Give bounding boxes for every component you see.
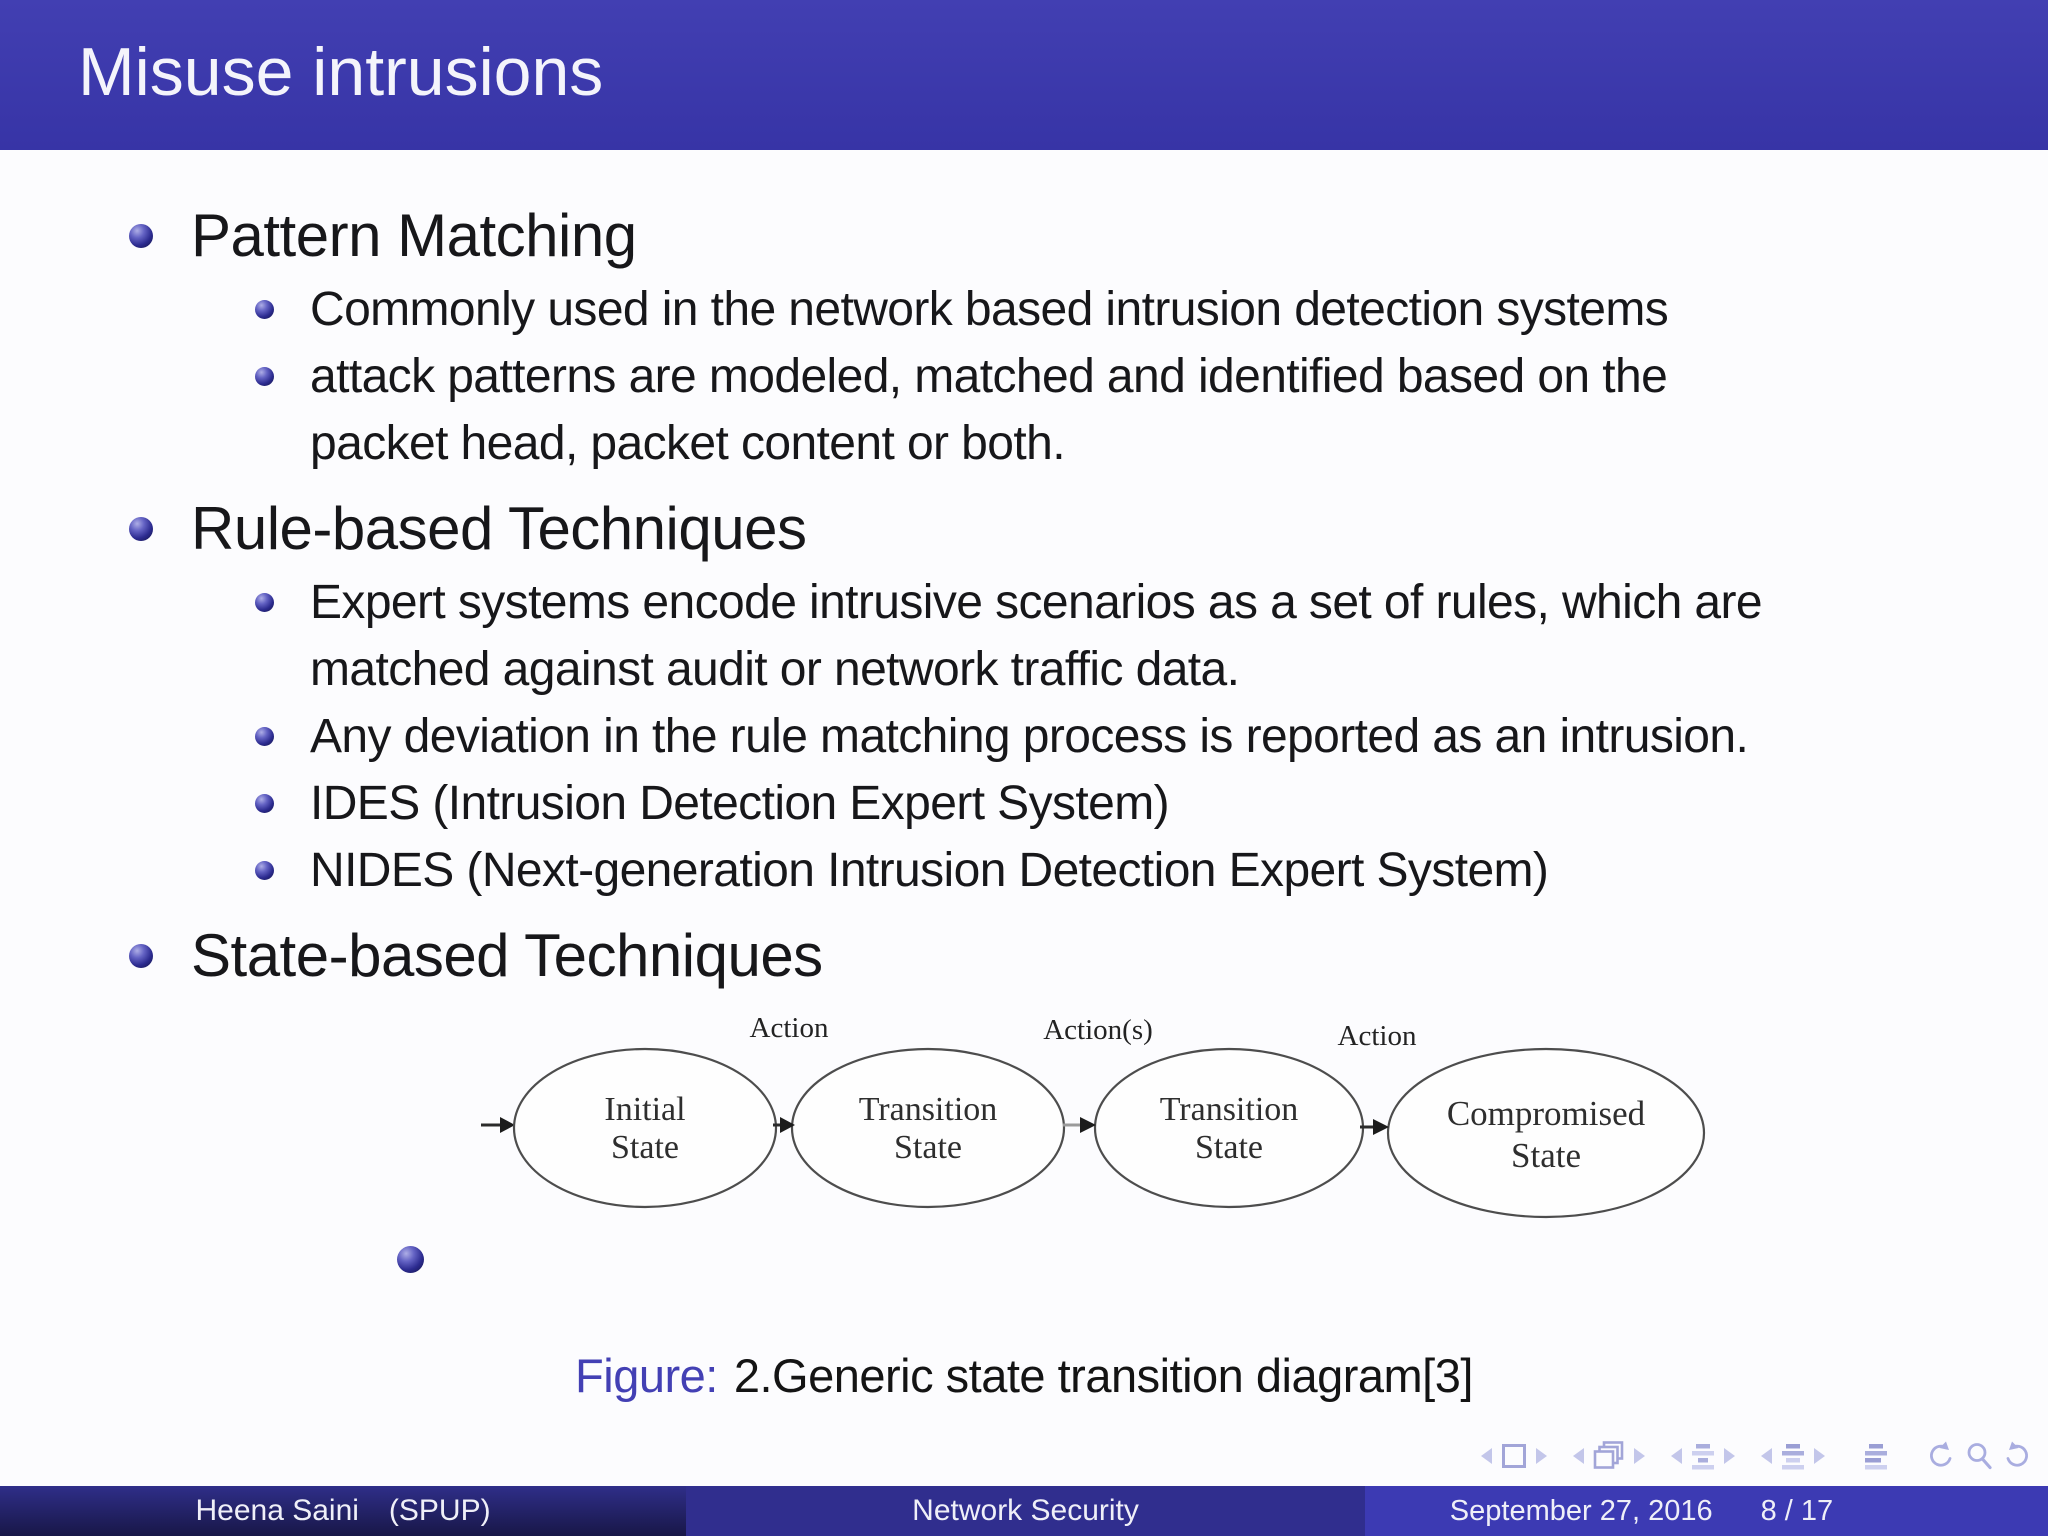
list-item: Commonly used in the network based intru… — [191, 276, 2018, 343]
list-item: NIDES (Next-generation Intrusion Detecti… — [191, 837, 2018, 904]
footer-title-box: Network Security — [686, 1486, 1365, 1536]
list-item-label: Pattern Matching — [191, 202, 637, 269]
bullet-icon — [129, 944, 153, 968]
list-item: Expert systems encode intrusive scenario… — [191, 569, 2018, 703]
list-item: State-based Techniques — [129, 916, 2018, 996]
footer-author-box: Heena Saini (SPUP) — [0, 1486, 687, 1536]
bullet-icon — [255, 593, 274, 612]
navigation-bar — [1456, 1441, 2034, 1471]
history-tools-group — [1924, 1441, 2034, 1471]
action-label: Action — [750, 1012, 829, 1044]
title-bar: Misuse intrusions — [0, 0, 2048, 150]
arrowhead-1 — [780, 1117, 795, 1133]
list-item-label: Rule-based Techniques — [191, 495, 807, 562]
section-list-icon[interactable] — [1691, 1443, 1715, 1470]
entry-arrowhead — [500, 1117, 515, 1133]
empty-item-bullet-icon — [397, 1246, 424, 1273]
list-item-text: Any deviation in the rule matching proce… — [310, 710, 1749, 763]
search-icon[interactable] — [1964, 1441, 1994, 1471]
bullet-icon — [255, 300, 274, 319]
prev-frame-icon[interactable] — [1572, 1447, 1585, 1465]
state-label: State — [611, 1129, 679, 1166]
state-label: State — [1511, 1136, 1581, 1175]
state-transition-diagram: Action Action(s) Action Initial State Tr… — [481, 1012, 1706, 1219]
footer-page-number: 8 / 17 — [1760, 1494, 1834, 1527]
prev-subsection-icon[interactable] — [1760, 1447, 1773, 1465]
list-item: attack patterns are modeled, matched and… — [191, 343, 2018, 477]
bullet-icon — [255, 367, 274, 386]
figure-caption: Figure: 2.Generic state transition diagra… — [0, 1348, 2048, 1403]
bullet-list-level2: Commonly used in the network based intru… — [191, 276, 2018, 477]
frame-stack-icon[interactable] — [1593, 1441, 1625, 1471]
appendix-nav-group — [1864, 1443, 1888, 1470]
bullet-list-level1: Pattern Matching Commonly used in the ne… — [129, 196, 2018, 996]
arrowhead-3 — [1373, 1119, 1389, 1135]
state-label: Transition — [859, 1091, 998, 1128]
list-item-text: attack patterns are modeled, matched and… — [310, 350, 1668, 470]
state-ellipse-transition-1 — [790, 1047, 1066, 1209]
subsection-nav-group — [1760, 1443, 1826, 1470]
bullet-icon — [255, 727, 274, 746]
list-item: IDES (Intrusion Detection Expert System) — [191, 770, 2018, 837]
figure-caption-text: 2.Generic state transition diagram[3] — [733, 1349, 1474, 1402]
appendix-list-icon[interactable] — [1864, 1443, 1888, 1470]
section-nav-group — [1670, 1443, 1736, 1470]
footer-date: September 27, 2016 — [1449, 1494, 1713, 1527]
slide-body: Pattern Matching Commonly used in the ne… — [0, 150, 2048, 996]
state-label: Initial — [604, 1091, 685, 1128]
slide-nav-group — [1480, 1443, 1548, 1469]
state-label: State — [894, 1129, 962, 1166]
prev-section-icon[interactable] — [1670, 1447, 1683, 1465]
footer-short-title: Network Security — [912, 1494, 1139, 1527]
slide-frame-icon[interactable] — [1501, 1443, 1527, 1469]
next-slide-icon[interactable] — [1535, 1447, 1548, 1465]
list-item-text: IDES (Intrusion Detection Expert System) — [310, 777, 1170, 830]
footer-author: Heena Saini — [195, 1494, 359, 1527]
next-frame-icon[interactable] — [1633, 1447, 1646, 1465]
bullet-icon — [255, 794, 274, 813]
bullet-list-level2: Expert systems encode intrusive scenario… — [191, 569, 2018, 904]
state-ellipse-compromised — [1386, 1047, 1706, 1219]
history-forward-icon[interactable] — [2004, 1441, 2034, 1471]
state-label: State — [1195, 1129, 1263, 1166]
action-label: Action(s) — [1043, 1014, 1153, 1046]
bullet-icon — [129, 224, 153, 248]
footer-bar: Heena Saini (SPUP) Network Security Sept… — [0, 1486, 2048, 1536]
arrowhead-2 — [1080, 1117, 1096, 1133]
state-ellipse-initial — [512, 1047, 778, 1209]
slide-title: Misuse intrusions — [78, 34, 604, 110]
next-section-icon[interactable] — [1723, 1447, 1736, 1465]
list-item-text: Commonly used in the network based intru… — [310, 283, 1669, 336]
figure-caption-label: Figure: — [575, 1349, 718, 1402]
bullet-icon — [129, 517, 153, 541]
list-item: Rule-based Techniques Expert systems enc… — [129, 489, 2018, 904]
footer-date-box: September 27, 2016 8 / 17 — [1364, 1486, 2048, 1536]
state-label: Transition — [1160, 1091, 1299, 1128]
list-item-text: NIDES (Next-generation Intrusion Detecti… — [310, 844, 1549, 897]
prev-slide-icon[interactable] — [1480, 1447, 1493, 1465]
history-back-icon[interactable] — [1924, 1441, 1954, 1471]
state-ellipse-transition-2 — [1093, 1047, 1365, 1209]
state-label: Compromised — [1447, 1094, 1646, 1133]
next-subsection-icon[interactable] — [1813, 1447, 1826, 1465]
frame-nav-group — [1572, 1441, 1646, 1471]
bullet-icon — [255, 861, 274, 880]
footer-institute: (SPUP) — [388, 1494, 491, 1527]
list-item: Pattern Matching Commonly used in the ne… — [129, 196, 2018, 477]
subsection-list-icon[interactable] — [1781, 1443, 1805, 1470]
action-label: Action — [1338, 1020, 1417, 1052]
list-item-label: State-based Techniques — [191, 922, 823, 989]
list-item: Any deviation in the rule matching proce… — [191, 703, 2018, 770]
list-item-text: Expert systems encode intrusive scenario… — [310, 576, 1763, 696]
